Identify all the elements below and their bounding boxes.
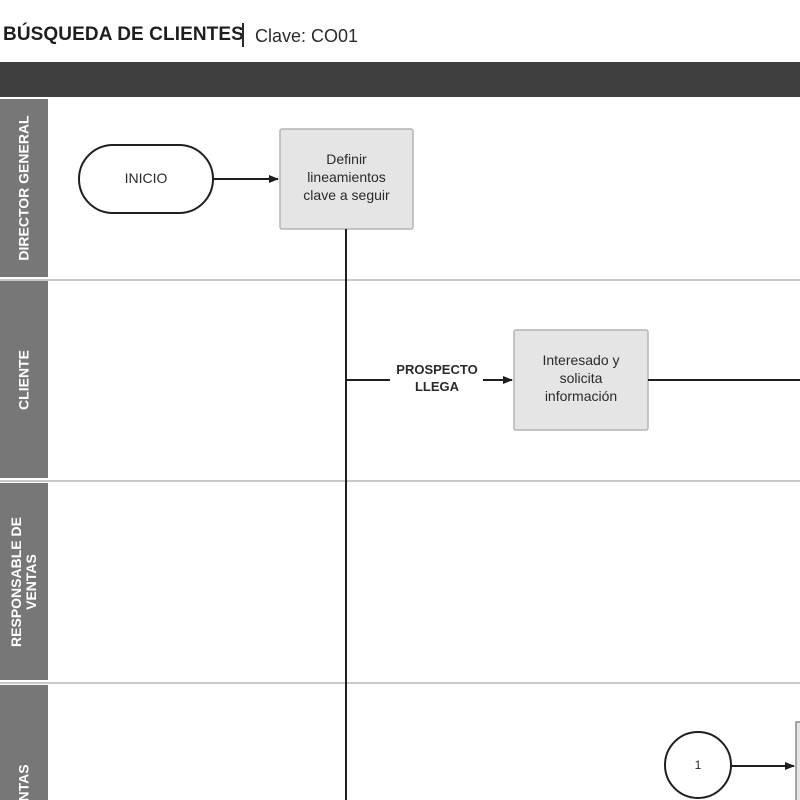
process-interested-line-3: información	[545, 388, 617, 404]
lane-divider	[0, 279, 800, 281]
process-offscreen-box[interactable]	[795, 721, 800, 800]
start-node[interactable]: INICIO	[78, 144, 214, 214]
lane-label-cliente: CLIENTE	[0, 281, 48, 478]
process-interested-line-2: solicita	[560, 370, 603, 386]
page-title: BÚSQUEDA DE CLIENTES	[3, 24, 244, 45]
process-code: Clave: CO01	[255, 26, 359, 46]
process-define-line-3: clave a seguir	[303, 187, 390, 203]
lane-divider	[0, 682, 800, 684]
lane-label-responsable-ventas: RESPONSABLE DE VENTAS	[0, 483, 48, 680]
edge-label-prospect-arrives: PROSPECTO LLEGA	[396, 362, 477, 394]
header-band	[0, 62, 800, 97]
header-divider	[242, 23, 244, 47]
connector-node-1[interactable]: 1	[664, 731, 732, 799]
process-define-line-2: lineamientos	[307, 169, 386, 185]
start-node-label: INICIO	[125, 170, 168, 186]
connector-label: 1	[695, 758, 702, 772]
process-interested-line-1: Interesado y	[542, 352, 619, 368]
process-define-guidelines[interactable]: Definir lineamientos clave a seguir	[279, 128, 414, 230]
edge-label-line-2: LLEGA	[415, 379, 460, 394]
lane-divider	[0, 480, 800, 482]
edge-label-line-1: PROSPECTO	[396, 362, 477, 377]
lane-label-director-general: DIRECTOR GENERAL	[0, 99, 48, 277]
lane-label-ventas: NTAS	[0, 685, 48, 800]
process-define-line-1: Definir	[326, 151, 367, 167]
process-interested-requests-info[interactable]: Interesado y solicita información	[513, 329, 649, 431]
header: BÚSQUEDA DE CLIENTES Clave: CO01	[0, 0, 800, 62]
